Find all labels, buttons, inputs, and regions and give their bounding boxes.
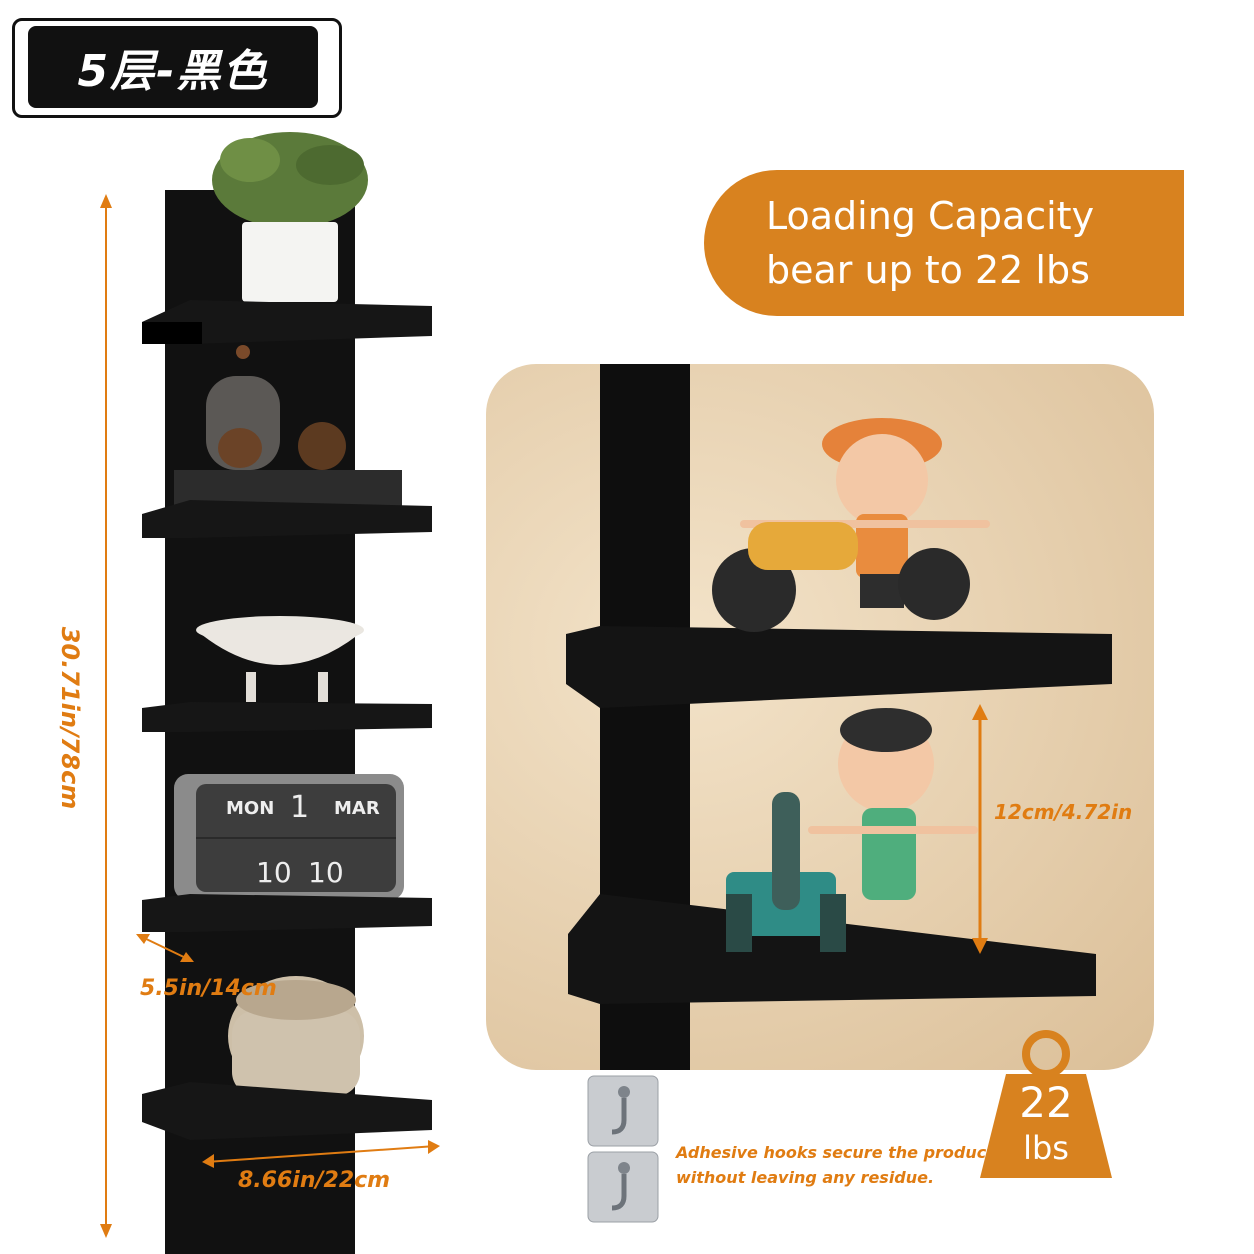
ceramic-vase	[228, 976, 364, 1096]
flip-clock	[174, 774, 404, 900]
hook-icon	[587, 1151, 659, 1223]
capacity-banner: Loading Capacity bear up to 22 lbs	[704, 170, 1184, 316]
depth-arrow	[139, 935, 191, 961]
shelf-photo	[486, 364, 1154, 1070]
adhesive-hooks	[587, 1075, 659, 1223]
variant-badge-frame	[12, 18, 342, 118]
shelf-board	[142, 1082, 432, 1140]
shelf-illustration	[100, 132, 440, 1254]
shelf-gap-label: 12cm/4.72in	[994, 800, 1133, 824]
shelf-board	[142, 702, 432, 732]
glass-cloche	[174, 345, 402, 506]
hook-icon	[587, 1075, 659, 1147]
clock-day: MON	[226, 798, 275, 819]
clock-minute: 10	[308, 856, 344, 889]
plant-pot	[212, 132, 368, 302]
weight-value: 22	[1019, 1078, 1073, 1127]
width-label: 8.66in/22cm	[238, 1168, 391, 1193]
hooks-note-line2: without leaving any residue.	[676, 1168, 935, 1187]
toy-figure-green	[808, 708, 978, 900]
depth-label: 5.5in/14cm	[140, 976, 277, 1001]
clock-month: MAR	[334, 798, 380, 819]
photo-shelf-upper	[566, 626, 1112, 708]
shelf-board	[142, 500, 432, 538]
weight-icon	[980, 1030, 1112, 1178]
decor-bowl	[196, 616, 364, 702]
variant-badge: 5层-黑色	[28, 26, 318, 108]
shelf-board	[142, 300, 432, 344]
hooks-note-line1: Adhesive hooks secure the product	[676, 1143, 994, 1162]
toy-motorbike-yellow	[712, 522, 970, 632]
shelf-photo-art	[566, 364, 1112, 1070]
capacity-title: Loading Capacity	[766, 194, 1095, 238]
shelf-board	[142, 894, 432, 932]
weight-unit: lbs	[1023, 1129, 1069, 1167]
height-label: 30.71in/78cm	[56, 626, 84, 810]
clock-date: 1	[290, 790, 310, 825]
width-arrow	[205, 1145, 437, 1163]
capacity-subtitle: bear up to 22 lbs	[766, 248, 1090, 292]
clock-hour: 10	[256, 856, 292, 889]
hooks-note: Adhesive hooks secure the product withou…	[676, 1140, 994, 1190]
toy-tractor-teal	[726, 792, 846, 952]
